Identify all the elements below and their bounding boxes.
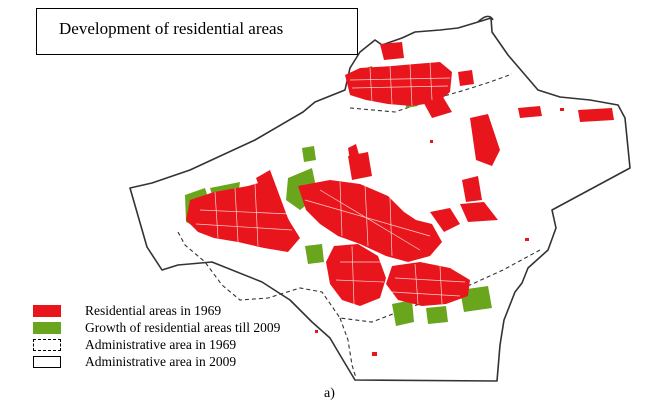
street-texture [195, 61, 466, 305]
residential-areas-1969 [186, 42, 614, 306]
figure-caption: a) [324, 386, 335, 401]
admin-boundary-1969-north [349, 73, 513, 113]
admin-boundary-1969-southwest [339, 317, 357, 379]
admin-boundary-hook [477, 15, 494, 23]
legend-label: Growth of residential areas till 2009 [85, 320, 281, 335]
scattered-residential-spots [315, 108, 564, 356]
legend-swatch-red [33, 305, 61, 317]
legend-swatch-green [33, 322, 61, 334]
title-box: Development of residential areas [36, 8, 358, 55]
legend-swatch-solid-outline [33, 356, 61, 368]
legend-label: Administrative area in 1969 [85, 337, 237, 352]
map-title: Development of residential areas [59, 19, 284, 38]
legend-label: Administrative area in 2009 [85, 354, 237, 369]
legend-label: Residential areas in 1969 [85, 303, 222, 318]
legend-swatch-dashed [33, 339, 61, 351]
admin-boundary-2009 [129, 17, 631, 382]
